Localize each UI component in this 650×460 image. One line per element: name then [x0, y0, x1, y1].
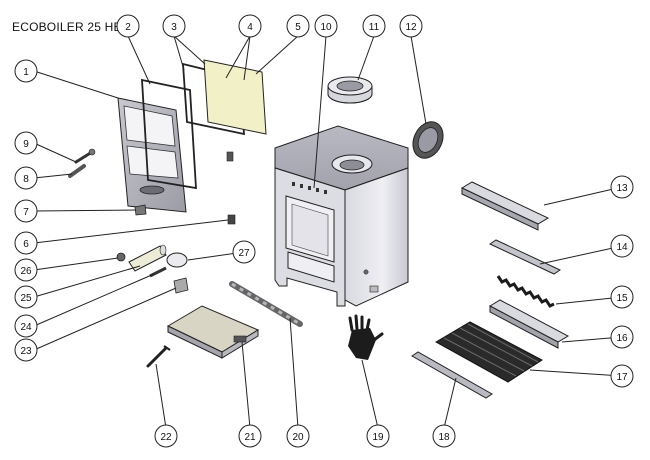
- callout-label: 18: [438, 432, 450, 443]
- callout-label: 20: [292, 432, 304, 443]
- callout-1: 1: [14, 59, 38, 83]
- callout-label: 4: [247, 22, 253, 33]
- callout-label: 22: [160, 432, 172, 443]
- part-firebars: [434, 321, 543, 383]
- part-flue-collar: [327, 76, 373, 104]
- callout-label: 25: [20, 293, 32, 304]
- callout-22: 22: [154, 424, 178, 448]
- callout-27: 27: [232, 240, 256, 264]
- part-grate-bar: [229, 281, 303, 327]
- callout-13: 13: [610, 175, 634, 199]
- part-spring-handle: [68, 164, 86, 178]
- diagram-title: ECOBOILER 25 HE: [12, 20, 122, 34]
- callout-label: 17: [616, 372, 628, 383]
- part-catch: [227, 214, 236, 225]
- callout-label: 26: [20, 266, 32, 277]
- callout-19: 19: [366, 424, 390, 448]
- part-blanking-plate: [412, 121, 444, 159]
- callout-label: 10: [320, 22, 332, 33]
- callout-8: 8: [14, 166, 38, 190]
- callout-25: 25: [14, 285, 38, 309]
- part-grate-frame: [488, 299, 570, 349]
- callout-label: 13: [616, 183, 628, 194]
- part-slide-plate: [166, 252, 188, 268]
- callout-label: 24: [20, 322, 32, 333]
- part-handle: [74, 148, 96, 164]
- callout-5: 5: [286, 14, 310, 38]
- callout-15: 15: [610, 285, 634, 309]
- callout-label: 19: [372, 432, 384, 443]
- callout-6: 6: [14, 231, 38, 255]
- callout-2: 2: [116, 14, 140, 38]
- callout-label: 3: [171, 22, 177, 33]
- callout-24: 24: [14, 314, 38, 338]
- callout-14: 14: [610, 234, 634, 258]
- callout-label: 21: [244, 432, 256, 443]
- callout-12: 12: [399, 14, 423, 38]
- callout-16: 16: [610, 325, 634, 349]
- callout-23: 23: [14, 338, 38, 362]
- part-stove-body: [274, 125, 409, 307]
- callout-label: 12: [405, 22, 417, 33]
- callout-label: 15: [616, 293, 628, 304]
- part-bar: [411, 351, 493, 399]
- callout-label: 2: [125, 22, 131, 33]
- callout-9: 9: [14, 131, 38, 155]
- callout-label: 16: [616, 333, 628, 344]
- callout-11: 11: [362, 14, 386, 38]
- callout-17: 17: [610, 364, 634, 388]
- part-rope-seal: [141, 78, 197, 190]
- part-ash-pan: [166, 305, 260, 359]
- callout-label: 27: [238, 248, 250, 259]
- callout-label: 6: [23, 239, 29, 250]
- callout-label: 11: [369, 22, 380, 33]
- part-latch: [134, 204, 147, 216]
- part-ash-tool: [146, 345, 171, 368]
- callout-4: 4: [238, 14, 262, 38]
- part-spring: [496, 275, 555, 308]
- leader-lines: [33, 35, 623, 429]
- callout-label: 23: [20, 346, 32, 357]
- part-clip: [173, 277, 189, 294]
- callout-10: 10: [314, 14, 338, 38]
- callout-label: 8: [23, 174, 29, 185]
- callout-7: 7: [14, 199, 38, 223]
- part-door: [117, 97, 187, 213]
- part-knob: [116, 252, 126, 262]
- callout-3: 3: [162, 14, 186, 38]
- callout-label: 5: [295, 22, 301, 33]
- callout-26: 26: [14, 258, 38, 282]
- part-baffle: [460, 181, 550, 231]
- callout-label: 7: [23, 207, 29, 218]
- callout-21: 21: [238, 424, 262, 448]
- callout-20: 20: [286, 424, 310, 448]
- callout-18: 18: [432, 424, 456, 448]
- part-small-hinge: [226, 151, 234, 162]
- part-glove: [348, 314, 384, 360]
- part-rail: [488, 239, 562, 275]
- callout-label: 1: [23, 67, 29, 78]
- callout-label: 9: [23, 139, 29, 150]
- callout-label: 14: [616, 242, 628, 253]
- part-glass-panel: [203, 59, 267, 135]
